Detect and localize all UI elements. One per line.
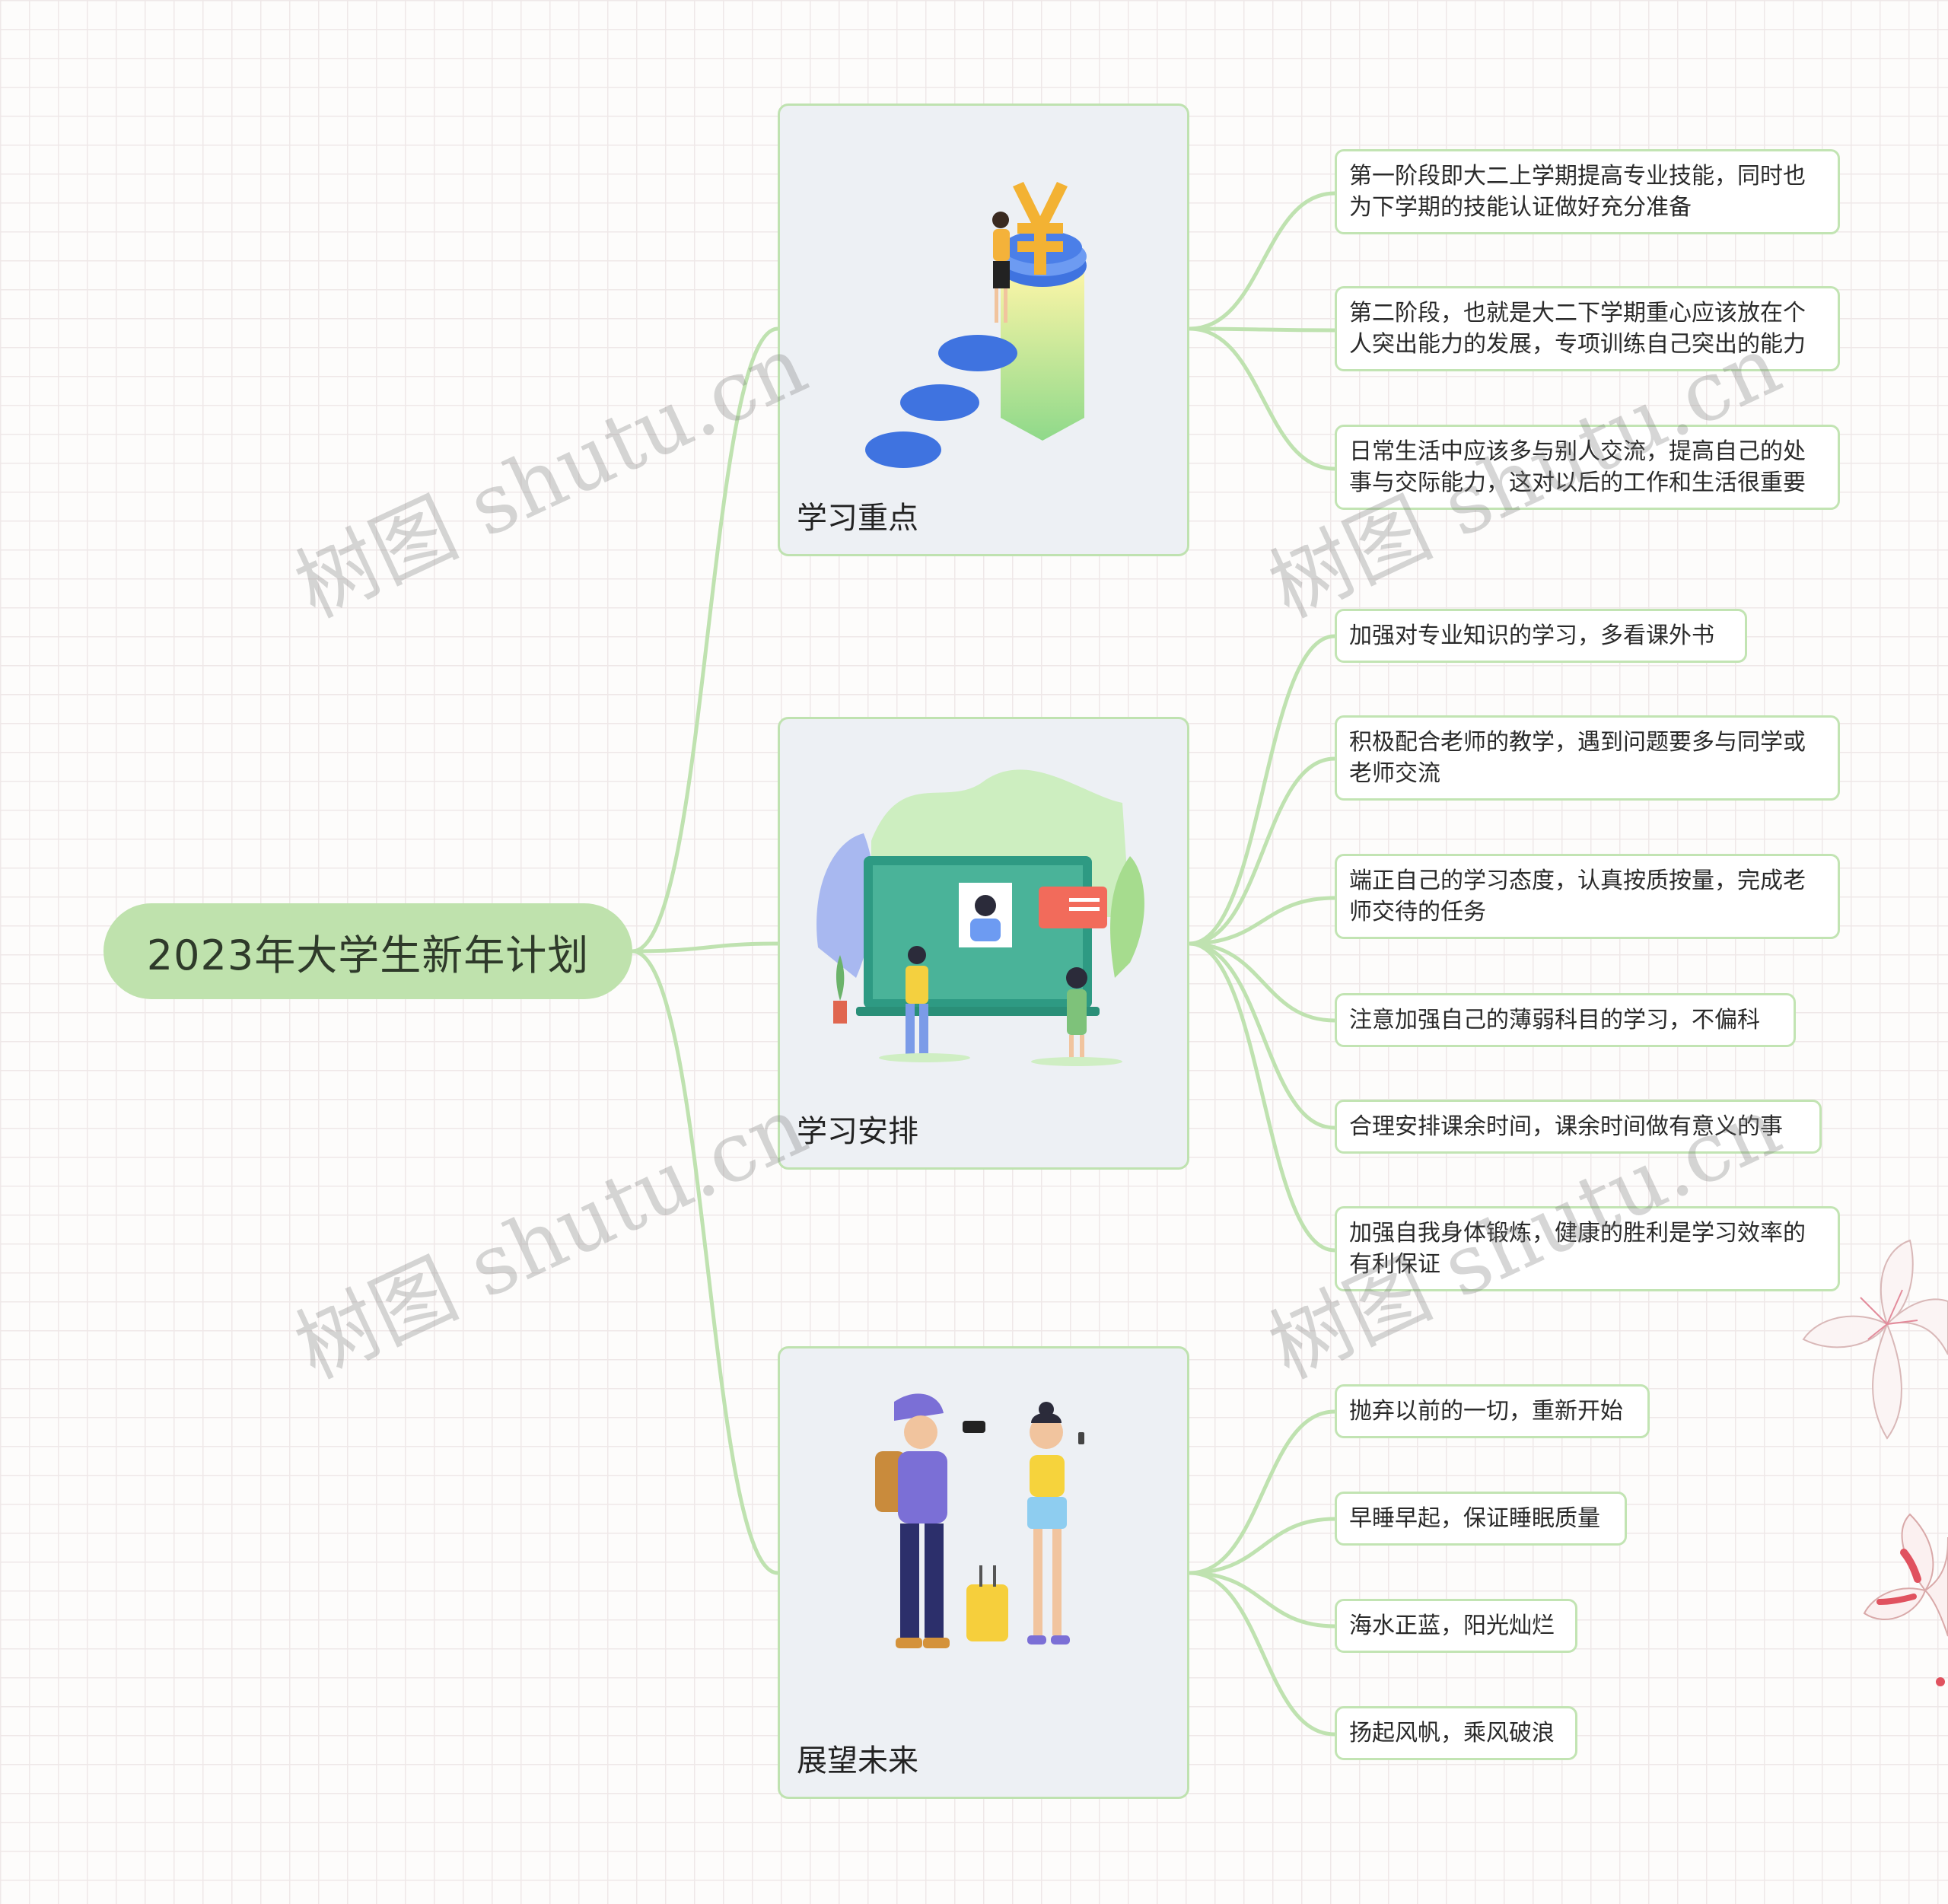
travelers-illustration: [875, 1393, 1084, 1648]
link-root-branch-2: [630, 941, 780, 954]
link-b3-leaf-3: [1187, 1571, 1337, 1629]
leaf-node[interactable]: 积极配合老师的教学，遇到问题要多与同学或老师交流: [1335, 715, 1840, 801]
leaf-node[interactable]: 注意加强自己的薄弱科目的学习，不偏科: [1335, 993, 1796, 1047]
branch-node-study-focus[interactable]: 学习重点: [778, 103, 1189, 556]
link-b2-leaf-1: [1187, 634, 1337, 946]
link-b2-leaf-6: [1187, 941, 1337, 1253]
leaf-text: 加强对专业知识的学习，多看课外书: [1349, 622, 1714, 649]
leaf-node[interactable]: 抛弃以前的一切，重新开始: [1335, 1384, 1650, 1438]
leaf-text: 合理安排课余时间，课余时间做有意义的事: [1349, 1113, 1783, 1140]
leaf-node[interactable]: 端正自己的学习态度，认真按质按量，完成老师交待的任务: [1335, 854, 1840, 939]
link-b2-leaf-3: [1187, 896, 1337, 946]
leaf-text: 第二阶段，也就是大二下学期重心应该放在个人突出能力的发展，专项训练自己突出的能力: [1349, 300, 1806, 358]
root-node[interactable]: 2023年大学生新年计划: [103, 903, 632, 999]
link-b1-leaf-2: [1187, 326, 1337, 333]
leaf-text: 抛弃以前的一切，重新开始: [1349, 1398, 1623, 1425]
leaf-node[interactable]: 第二阶段，也就是大二下学期重心应该放在个人突出能力的发展，专项训练自己突出的能力: [1335, 286, 1840, 371]
root-title: 2023年大学生新年计划: [146, 931, 590, 979]
link-b1-leaf-3: [1187, 326, 1337, 471]
money-growth-illustration: [865, 182, 1087, 468]
leaf-text: 早睡早起，保证睡眠质量: [1349, 1505, 1600, 1532]
link-b2-leaf-5: [1187, 941, 1337, 1130]
link-b3-leaf-4: [1187, 1571, 1337, 1737]
link-b3-leaf-2: [1187, 1517, 1337, 1575]
link-b1-leaf-1: [1187, 191, 1337, 331]
leaf-text: 海水正蓝，阳光灿烂: [1349, 1613, 1555, 1639]
leaf-text: 注意加强自己的薄弱科目的学习，不偏科: [1349, 1007, 1760, 1033]
leaf-text: 扬起风帆，乘风破浪: [1349, 1720, 1555, 1746]
leaf-node[interactable]: 加强自我身体锻炼，健康的胜利是学习效率的有利保证: [1335, 1206, 1840, 1291]
leaf-node[interactable]: 第一阶段即大二上学期提高专业技能，同时也为下学期的技能认证做好充分准备: [1335, 149, 1840, 234]
branch-label: 学习重点: [797, 501, 918, 536]
leaf-node[interactable]: 日常生活中应该多与别人交流，提高自己的处事与交际能力，这对以后的工作和生活很重要: [1335, 425, 1840, 510]
lily-flower-icon: [1802, 1239, 1948, 1440]
leaf-node[interactable]: 海水正蓝，阳光灿烂: [1335, 1599, 1577, 1653]
link-b2-leaf-2: [1187, 756, 1337, 946]
leaf-node[interactable]: 扬起风帆，乘风破浪: [1335, 1706, 1577, 1760]
red-lily-flower-icon: [1863, 1513, 1948, 1686]
link-root-branch-3: [630, 949, 780, 1575]
link-root-branch-1: [630, 326, 780, 954]
branch-node-future-outlook[interactable]: 展望未来: [778, 1346, 1189, 1799]
online-class-illustration: [816, 769, 1144, 1066]
leaf-node[interactable]: 加强对专业知识的学习，多看课外书: [1335, 609, 1747, 663]
leaf-text: 积极配合老师的教学，遇到问题要多与同学或老师交流: [1349, 729, 1806, 787]
link-b3-leaf-1: [1187, 1409, 1337, 1575]
link-b2-leaf-4: [1187, 941, 1337, 1023]
branch-label: 学习安排: [797, 1114, 918, 1149]
branch-node-study-schedule[interactable]: 学习安排: [778, 717, 1189, 1170]
leaf-text: 第一阶段即大二上学期提高专业技能，同时也为下学期的技能认证做好充分准备: [1349, 163, 1806, 221]
branch-label: 展望未来: [797, 1743, 918, 1778]
leaf-text: 日常生活中应该多与别人交流，提高自己的处事与交际能力，这对以后的工作和生活很重要: [1349, 438, 1806, 496]
leaf-node[interactable]: 早睡早起，保证睡眠质量: [1335, 1492, 1627, 1546]
leaf-text: 加强自我身体锻炼，健康的胜利是学习效率的有利保证: [1349, 1220, 1806, 1278]
leaf-text: 端正自己的学习态度，认真按质按量，完成老师交待的任务: [1349, 868, 1806, 925]
leaf-node[interactable]: 合理安排课余时间，课余时间做有意义的事: [1335, 1100, 1822, 1154]
